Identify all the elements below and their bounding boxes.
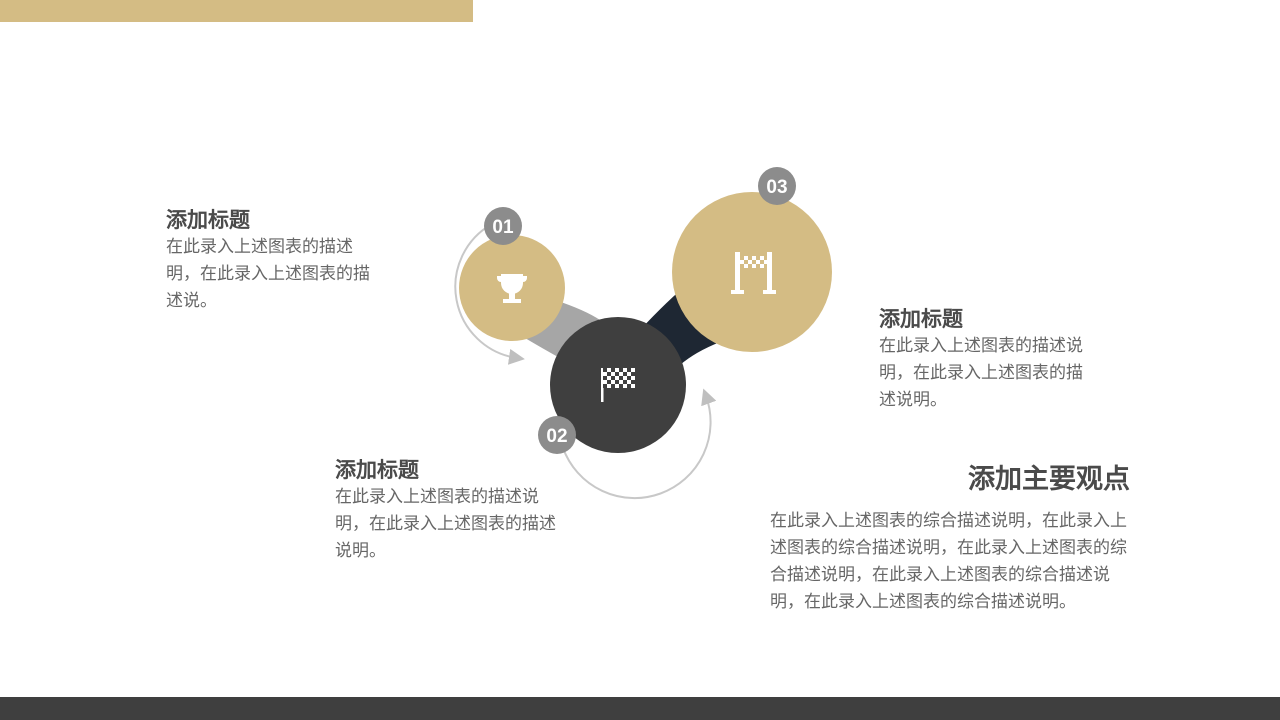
main-point-block: 添加主要观点 在此录入上述图表的综合描述说明，在此录入上述图表的综合描述说明，在… bbox=[770, 462, 1130, 616]
text-block-02: 添加标题 在此录入上述图表的描述说明，在此录入上述图表的描述说明。 bbox=[335, 456, 567, 565]
arc-arrow-01 bbox=[454, 223, 525, 365]
block-01-desc: 在此录入上述图表的描述明，在此录入上述图表的描述说。 bbox=[166, 237, 370, 311]
arc-arrow-02 bbox=[562, 388, 717, 500]
block-01-title: 添加标题 bbox=[166, 208, 250, 232]
top-accent-bar bbox=[0, 0, 473, 22]
block-03-title: 添加标题 bbox=[879, 307, 963, 331]
badge-01-label: 01 bbox=[492, 217, 514, 238]
block-02-title: 添加标题 bbox=[335, 458, 419, 482]
text-block-01: 添加标题 在此录入上述图表的描述明，在此录入上述图表的描述说。 bbox=[166, 206, 381, 315]
finish-line-icon bbox=[731, 252, 776, 294]
badge-01 bbox=[484, 207, 522, 245]
badge-02-label: 02 bbox=[546, 426, 567, 447]
text-block-03: 添加标题 在此录入上述图表的描述说明，在此录入上述图表的描述说明。 bbox=[879, 305, 1093, 414]
block-03-desc: 在此录入上述图表的描述说明，在此录入上述图表的描述说明。 bbox=[879, 336, 1083, 410]
checkered-flag-icon bbox=[601, 368, 635, 402]
badge-03 bbox=[758, 167, 796, 205]
node-03-circle bbox=[672, 192, 832, 352]
badge-03-label: 03 bbox=[766, 177, 787, 198]
main-point-desc: 在此录入上述图表的综合描述说明，在此录入上述图表的综合描述说明，在此录入上述图表… bbox=[770, 511, 1127, 612]
block-02-desc: 在此录入上述图表的描述说明，在此录入上述图表的描述说明。 bbox=[335, 487, 556, 561]
trophy-icon bbox=[497, 274, 527, 303]
bottom-bar bbox=[0, 697, 1280, 720]
badge-02 bbox=[538, 416, 576, 454]
main-point-title: 添加主要观点 bbox=[968, 464, 1130, 495]
